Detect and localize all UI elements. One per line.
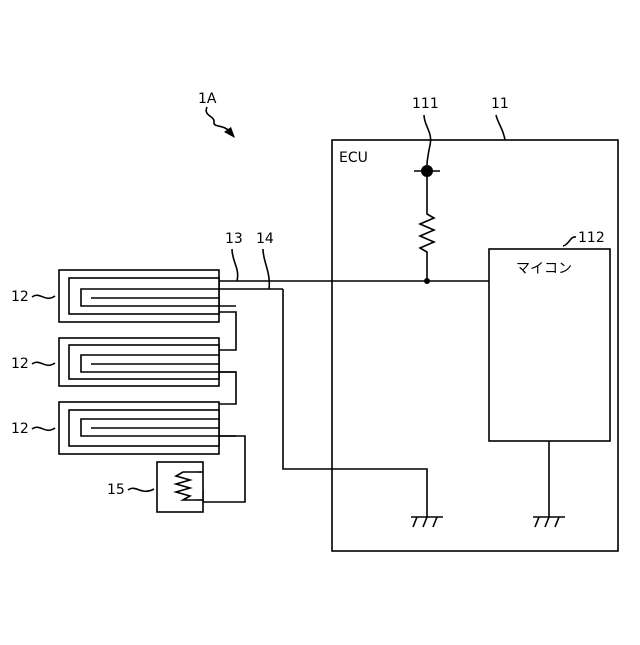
line-13-label: 13 bbox=[225, 231, 243, 247]
line-14-leader bbox=[263, 249, 269, 289]
thermistor-label: 15 bbox=[107, 482, 125, 498]
system-pointer-arrow bbox=[206, 107, 230, 132]
heater-unit-1-inner bbox=[69, 278, 219, 314]
ecu-ref-label: 11 bbox=[491, 96, 509, 112]
thermistor-leader bbox=[128, 488, 154, 491]
heater-unit-1-leader bbox=[32, 295, 55, 298]
heater-unit-1-label: 12 bbox=[11, 289, 29, 305]
thermistor-box bbox=[157, 462, 203, 512]
heater-unit-2-label: 12 bbox=[11, 356, 29, 372]
heater-unit-2-leader bbox=[32, 362, 55, 365]
heater-link-2-3 bbox=[219, 372, 236, 404]
microcomputer-box bbox=[489, 249, 610, 441]
line-13-leader bbox=[232, 249, 238, 281]
heater-link-1-2 bbox=[219, 312, 236, 350]
system-label: 1A bbox=[198, 91, 217, 107]
microcomputer-label: マイコン bbox=[516, 261, 572, 277]
heater-unit-2-inner bbox=[69, 345, 219, 379]
terminal-ref-label: 111 bbox=[412, 96, 439, 112]
heater-unit-3-leader bbox=[32, 427, 55, 430]
ecu-leader-line bbox=[496, 115, 505, 140]
heater-unit-3-label: 12 bbox=[11, 421, 29, 437]
ecu-title: ECU bbox=[339, 150, 368, 166]
line-14-label: 14 bbox=[256, 231, 274, 247]
microcomputer-ref-label: 112 bbox=[578, 230, 605, 246]
